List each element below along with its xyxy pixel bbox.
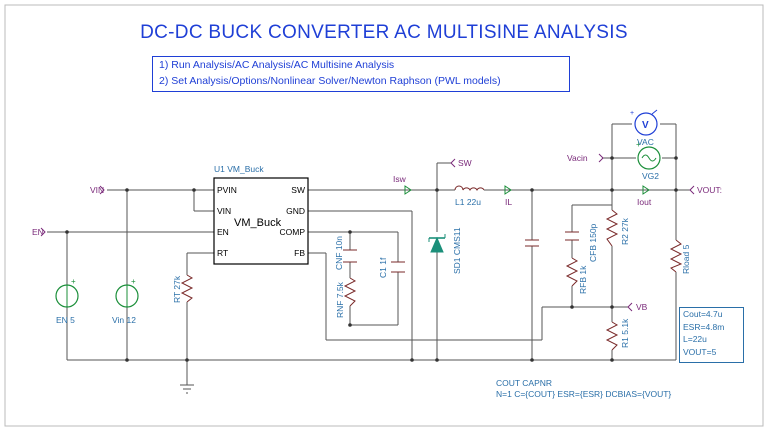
probe-iout-label: Iout <box>637 197 652 207</box>
voltmeter-vac-label: VAC <box>637 137 654 147</box>
port-vacin[interactable]: Vacin <box>567 153 604 163</box>
source-en5[interactable]: + EN 5 <box>55 277 79 325</box>
resistor-rfb-label: RFB 1k <box>578 265 588 294</box>
port-vb[interactable]: VB <box>627 302 648 312</box>
resistor-rload[interactable]: Rload 5 <box>669 239 691 274</box>
diode-sd1-label: SD1 CMS11 <box>452 227 462 274</box>
port-vout-label: VOUT: <box>697 185 722 195</box>
resistor-rload-label: Rload 5 <box>681 244 691 274</box>
voltmeter-vac[interactable]: V + VAC <box>630 109 658 147</box>
svg-text:+: + <box>636 140 641 149</box>
port-sw-label: SW <box>458 158 472 168</box>
diode-sd1[interactable]: SD1 CMS11 <box>428 227 462 274</box>
source-vg2-label: VG2 <box>642 171 659 181</box>
ground-icon <box>180 384 194 394</box>
param-cout: Cout=4.7u <box>683 309 723 319</box>
pin-vin: VIN <box>217 206 231 216</box>
instruction-1: 1) Run Analysis/AC Analysis/AC Multisine… <box>159 59 395 71</box>
port-vout[interactable]: VOUT: <box>689 185 722 195</box>
port-vb-label: VB <box>636 302 648 312</box>
port-sw[interactable]: SW <box>450 158 472 168</box>
probe-iout[interactable]: Iout <box>637 185 652 207</box>
resistor-rnf-label: RNF 7.5k <box>335 281 345 318</box>
resistor-r1-label: R1 5.1k <box>620 318 630 348</box>
probe-il-label: IL <box>505 197 512 207</box>
resistor-r2[interactable]: R2 27k <box>605 209 630 247</box>
pin-en: EN <box>217 227 229 237</box>
wires <box>47 123 690 385</box>
pin-rt: RT <box>217 248 228 258</box>
ic-body-label: VM_Buck <box>234 217 282 229</box>
source-vin12-label: Vin 12 <box>112 315 136 325</box>
page-title: DC-DC BUCK CONVERTER AC MULTISINE ANALYS… <box>140 22 628 43</box>
probe-il[interactable]: IL <box>504 185 512 207</box>
probe-isw[interactable]: Isw <box>393 174 412 195</box>
port-vin-label: VIN <box>90 185 104 195</box>
capacitor-cnf-label: CNF 10n <box>334 236 344 270</box>
inductor-l1-label: L1 22u <box>455 197 481 207</box>
svg-text:+: + <box>131 277 136 286</box>
pin-sw: SW <box>291 185 305 195</box>
inductor-l1[interactable]: L1 22u <box>454 185 485 207</box>
instruction-2: 2) Set Analysis/Options/Nonlinear Solver… <box>159 75 501 87</box>
param-l: L=22u <box>683 334 707 344</box>
junctions <box>65 156 678 362</box>
parameters-box: Cout=4.7u ESR=4.8m L=22u VOUT=5 <box>679 307 744 363</box>
port-vin[interactable]: VIN <box>90 185 105 195</box>
probe-isw-label: Isw <box>393 174 407 184</box>
vm-buck-ic[interactable] <box>213 177 309 265</box>
svg-text:+: + <box>71 277 76 286</box>
source-en5-label: EN 5 <box>56 315 75 325</box>
capacitor-cnf[interactable]: CNF 10n <box>334 236 357 270</box>
sheet-border <box>4 4 764 427</box>
param-esr: ESR=4.8m <box>683 321 725 332</box>
resistor-r1[interactable]: R1 5.1k <box>605 318 630 351</box>
resistor-rfb[interactable]: RFB 1k <box>565 257 588 294</box>
cout-note-line-2: N=1 C={COUT} ESR={ESR} DCBIAS={VOUT} <box>496 389 672 399</box>
capacitor-cfb-label: CFB 150p <box>588 223 598 262</box>
capacitor-c1[interactable]: C1 1f <box>378 257 405 278</box>
source-vin12[interactable]: + Vin 12 <box>112 277 139 325</box>
resistor-rt-label: RT 27k <box>172 275 182 303</box>
resistor-r2-label: R2 27k <box>620 217 630 245</box>
capacitor-cout[interactable] <box>525 239 539 247</box>
instructions-box: 1) Run Analysis/AC Analysis/AC Multisine… <box>152 56 570 92</box>
cout-model-note: COUT CAPNR N=1 C={COUT} ESR={ESR} DCBIAS… <box>496 378 671 400</box>
voltmeter-icon: V <box>642 120 649 131</box>
pin-fb: FB <box>294 248 305 258</box>
pin-comp: COMP <box>280 227 306 237</box>
port-vacin-label: Vacin <box>567 153 588 163</box>
port-en[interactable]: EN <box>32 227 46 237</box>
resistor-rt[interactable]: RT 27k <box>172 274 194 303</box>
source-vg2[interactable]: + VG2 <box>636 140 661 181</box>
svg-text:+: + <box>630 110 634 117</box>
param-vout: VOUT=5 <box>683 346 717 357</box>
pin-pvin: PVIN <box>217 185 237 195</box>
capacitor-c1-label: C1 1f <box>378 257 388 278</box>
pin-gnd: GND <box>286 206 305 216</box>
cout-note-line-1: COUT CAPNR <box>496 378 553 388</box>
capacitor-cfb[interactable]: CFB 150p <box>565 223 598 262</box>
ic-ref-label: U1 VM_Buck <box>214 164 264 174</box>
resistor-rnf[interactable]: RNF 7.5k <box>335 277 357 318</box>
port-en-label: EN <box>32 227 44 237</box>
